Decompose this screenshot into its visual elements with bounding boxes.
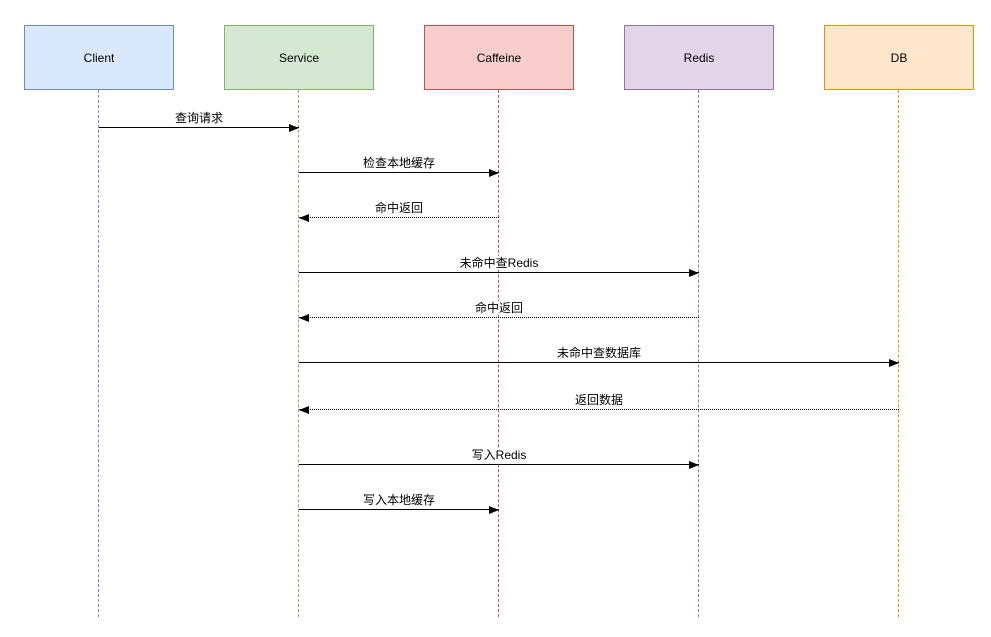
message-hit-return-redis: 命中返回	[299, 298, 699, 322]
arrowhead-right-icon	[289, 124, 299, 132]
lifeline-caffeine	[498, 90, 499, 617]
lifeline-client	[98, 90, 99, 617]
participant-label-caffeine: Caffeine	[476, 50, 522, 65]
participant-label-client: Client	[83, 50, 115, 65]
message-line	[299, 464, 699, 465]
message-label: 写入本地缓存	[299, 493, 499, 507]
lifeline-redis	[698, 90, 699, 617]
participant-service[interactable]: Service	[224, 25, 374, 90]
message-line	[299, 317, 699, 318]
message-label: 检查本地缓存	[299, 156, 499, 170]
message-return-data: 返回数据	[299, 390, 899, 414]
lifeline-service	[298, 90, 299, 617]
participant-label-redis: Redis	[683, 50, 715, 65]
message-line	[99, 127, 299, 128]
arrowhead-left-icon	[299, 214, 309, 222]
message-line	[299, 409, 899, 410]
message-label: 命中返回	[299, 201, 499, 215]
arrowhead-right-icon	[489, 169, 499, 177]
participant-redis[interactable]: Redis	[624, 25, 774, 90]
message-line	[299, 172, 499, 173]
participant-label-db: DB	[890, 50, 908, 65]
arrowhead-right-icon	[689, 461, 699, 469]
message-miss-query-db: 未命中查数据库	[299, 343, 899, 367]
message-miss-query-redis: 未命中查Redis	[299, 253, 699, 277]
arrowhead-right-icon	[689, 269, 699, 277]
participant-db[interactable]: DB	[824, 25, 974, 90]
arrowhead-left-icon	[299, 314, 309, 322]
message-label: 返回数据	[299, 393, 899, 407]
message-query-request: 查询请求	[99, 108, 299, 132]
message-write-redis: 写入Redis	[299, 445, 699, 469]
message-label: 命中返回	[299, 301, 699, 315]
message-check-local-cache: 检查本地缓存	[299, 153, 499, 177]
arrowhead-right-icon	[889, 359, 899, 367]
message-line	[299, 509, 499, 510]
message-write-local-cache: 写入本地缓存	[299, 490, 499, 514]
message-hit-return-caffeine: 命中返回	[299, 198, 499, 222]
arrowhead-right-icon	[489, 506, 499, 514]
participant-caffeine[interactable]: Caffeine	[424, 25, 574, 90]
participant-client[interactable]: Client	[24, 25, 174, 90]
participant-label-service: Service	[278, 50, 319, 65]
message-line	[299, 362, 899, 363]
message-label: 写入Redis	[299, 448, 699, 462]
message-label: 未命中查Redis	[299, 256, 699, 270]
lifeline-db	[898, 90, 899, 617]
message-label: 查询请求	[99, 111, 299, 125]
message-label: 未命中查数据库	[299, 346, 899, 360]
message-line	[299, 217, 499, 218]
arrowhead-left-icon	[299, 406, 309, 414]
message-line	[299, 272, 699, 273]
